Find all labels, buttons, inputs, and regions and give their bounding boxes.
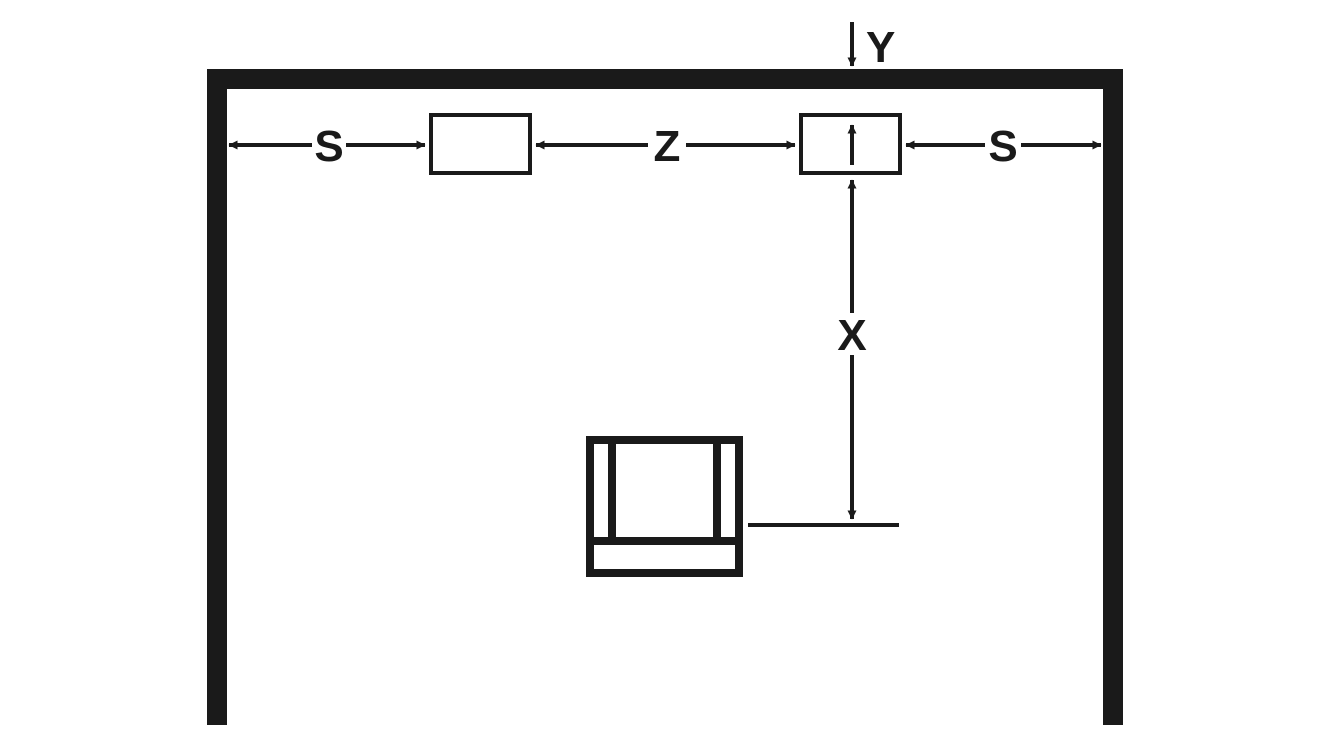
armchair-icon xyxy=(586,436,743,577)
z-label: Z xyxy=(654,122,681,171)
x-label: X xyxy=(837,311,866,360)
room-walls xyxy=(207,69,1123,725)
y-label: Y xyxy=(866,23,895,72)
left-speaker-box xyxy=(429,113,532,175)
s-right-label: S xyxy=(988,122,1017,171)
right-speaker-box xyxy=(799,113,902,175)
s-left-label: S xyxy=(314,122,343,171)
